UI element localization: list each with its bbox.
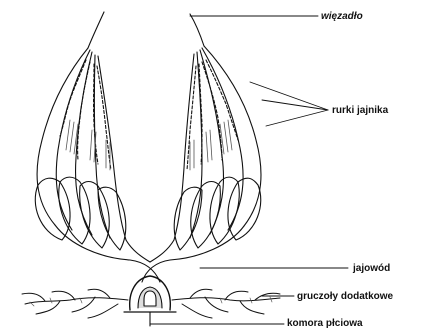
left-egg-4 (98, 187, 126, 250)
left-ovary (35, 12, 160, 282)
right-egg-1 (228, 178, 261, 240)
label-accessory-glands: gruczoły dodatkowe (297, 291, 393, 303)
right-egg-3 (191, 182, 221, 249)
leader-ovarioles-1 (250, 82, 328, 110)
left-ovariole-outer-2 (56, 50, 90, 230)
leader-lines (150, 16, 348, 324)
right-ovariole-outer-3 (200, 50, 224, 234)
genital-chamber-drawing (124, 276, 176, 326)
leader-ovarioles-3 (266, 110, 328, 126)
label-ligament: więzadło (321, 11, 363, 23)
left-ligament-line (88, 12, 104, 48)
label-ovarioles: rurki jajnika (332, 105, 388, 117)
label-oviduct: jajowód (353, 263, 390, 275)
right-ovary (142, 14, 261, 282)
right-oviduct-inner (150, 240, 174, 262)
right-ligament-line (190, 14, 204, 46)
right-ovariole-outer-5 (174, 54, 194, 240)
right-ovariole-outer-2 (202, 48, 243, 230)
label-genital-chamber: komora płciowa (287, 318, 363, 330)
left-oviduct-inner (126, 240, 150, 262)
left-egg-3 (80, 182, 110, 249)
right-oviduct-outer (142, 226, 244, 282)
leader-ovarioles-2 (262, 100, 328, 110)
left-egg-1 (35, 178, 70, 240)
